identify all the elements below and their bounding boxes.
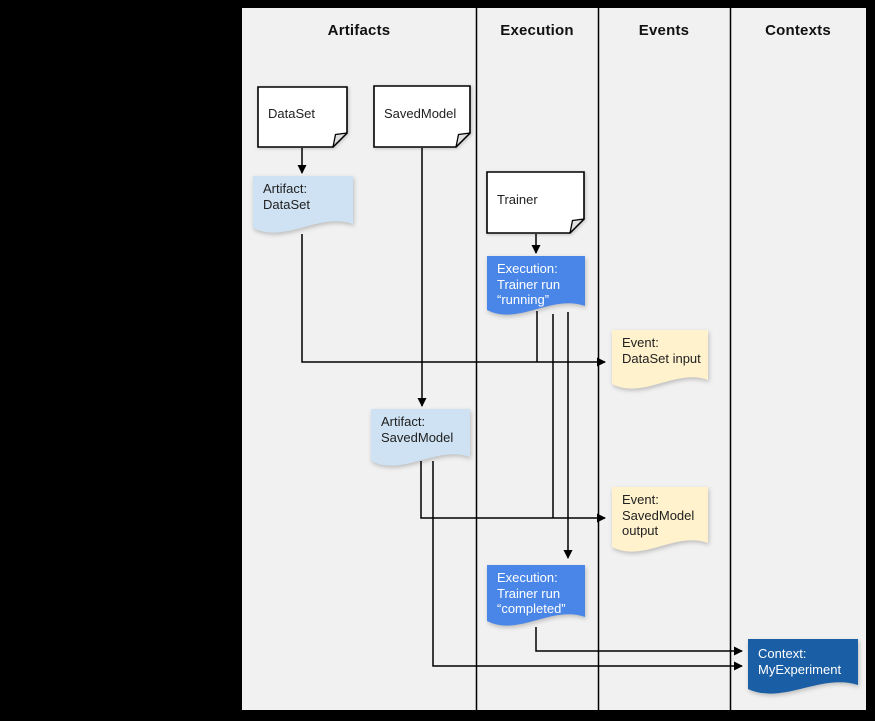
node-dataset: DataSet [257, 86, 348, 148]
document-shape-icon [748, 639, 858, 694]
document-shape-icon [487, 565, 585, 626]
node-savedmodel: SavedModel [373, 85, 471, 148]
column-header-events: Events [638, 22, 690, 39]
arrow-artifact-savedmodel-to-context [432, 461, 743, 671]
diagram-canvas: Artifacts Execution Events Contexts Data… [242, 8, 866, 710]
arrow-artifact-dataset-to-event-dataset-input [301, 234, 606, 367]
node-execution-completed: Execution: Trainer run “completed” [487, 565, 585, 631]
note-shape-icon [486, 171, 585, 234]
node-label: Event: SavedModel output [622, 492, 695, 538]
document-shape-icon [612, 330, 708, 389]
node-label: Context: MyExperiment [758, 646, 842, 677]
connector-layer [297, 8, 743, 710]
arrow-execution-completed-to-context [535, 627, 743, 656]
node-label: SavedModel [384, 105, 457, 121]
note-shape-icon [373, 85, 471, 148]
column-header-contexts: Contexts [765, 22, 831, 39]
note-shape-icon [257, 86, 348, 148]
node-label: Execution: Trainer run “running” [497, 261, 561, 307]
document-shape-icon [487, 256, 585, 315]
node-label: Execution: Trainer run “completed” [497, 570, 566, 616]
node-event-dataset-input: Event: DataSet input [612, 330, 708, 394]
node-label: Artifact: DataSet [263, 181, 310, 212]
document-shape-icon [612, 487, 708, 552]
node-label: Trainer [497, 191, 538, 207]
column-header-execution: Execution [500, 22, 574, 39]
node-artifact-savedmodel: Artifact: SavedModel [371, 409, 470, 471]
node-label: DataSet [268, 106, 315, 122]
column-header-artifacts: Artifacts [327, 22, 391, 39]
node-event-savedmodel-output: Event: SavedModel output [612, 487, 708, 557]
node-artifact-dataset: Artifact: DataSet [253, 176, 353, 238]
node-label: Artifact: SavedModel [381, 414, 454, 445]
node-execution-running: Execution: Trainer run “running” [487, 256, 585, 320]
arrow-artifact-savedmodel-to-event-savedmodel-output [420, 461, 606, 523]
node-context-myexperiment: Context: MyExperiment [748, 639, 858, 699]
document-shape-icon [371, 409, 470, 466]
document-shape-icon [253, 176, 353, 233]
node-trainer: Trainer [486, 171, 585, 234]
node-label: Event: DataSet input [622, 335, 701, 366]
